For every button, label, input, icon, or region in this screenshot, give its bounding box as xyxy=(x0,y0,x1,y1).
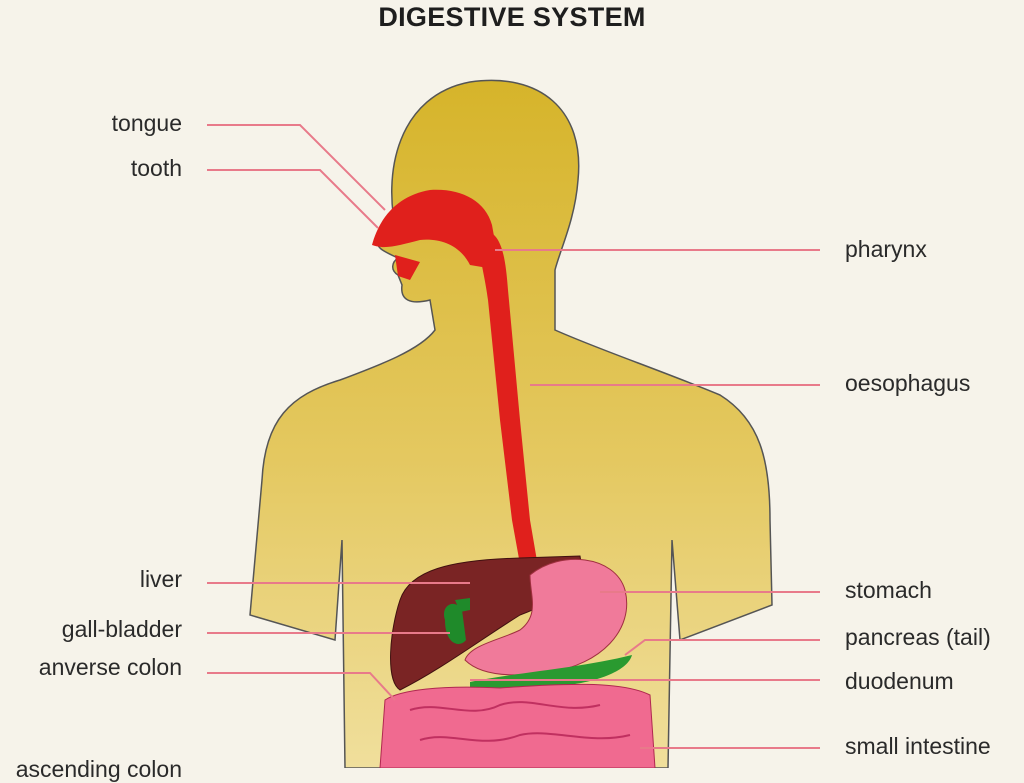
label-pharynx: pharynx xyxy=(845,236,927,262)
label-tooth: tooth xyxy=(130,155,182,181)
diagram-title: DIGESTIVE SYSTEM xyxy=(378,2,646,32)
label-gall-bladder: gall-bladder xyxy=(61,616,182,642)
intestine-folds xyxy=(409,701,631,742)
label-tongue: tongue xyxy=(111,110,182,136)
mouth-tongue xyxy=(372,189,500,270)
oesophagus-tube xyxy=(478,229,542,592)
label-stomach: stomach xyxy=(845,577,932,603)
intestines-shape xyxy=(379,683,656,768)
label-oesophagus: oesophagus xyxy=(845,370,971,396)
teeth xyxy=(395,255,420,280)
label-ascending-colon: ascending colon xyxy=(15,756,182,782)
label-transverse-colon: anverse colon xyxy=(38,654,182,680)
label-duodenum: duodenum xyxy=(845,668,954,694)
leader-lines xyxy=(207,124,820,749)
label-pancreas: pancreas (tail) xyxy=(845,624,991,650)
gall-bladder-shape xyxy=(443,598,470,644)
label-liver: liver xyxy=(139,566,182,592)
label-small-intestine: small intestine xyxy=(845,733,991,759)
